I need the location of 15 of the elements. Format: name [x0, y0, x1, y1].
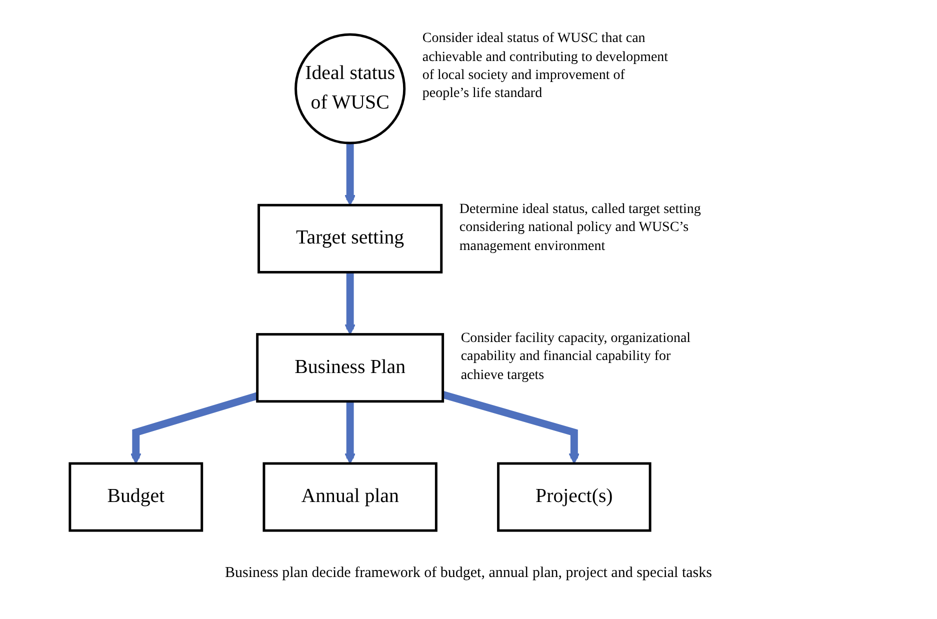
arrow [344, 143, 356, 206]
node-box: Project(s) [497, 462, 652, 532]
annotation-text: Consider facility capacity, organizational capability and financial capability for achieve targets [460, 330, 692, 385]
annotation-text: Consider ideal status of WUSC that can achievable and contributing to development of local society and improvement of people’s life standard [422, 30, 670, 103]
node-box: Budget [68, 462, 204, 532]
node-circle: Ideal status of WUSC [294, 33, 406, 144]
arrow [344, 272, 356, 335]
node-box: Annual plan [262, 462, 438, 532]
arrow [344, 401, 356, 464]
annotation-text: Determine ideal status, called target setting considering national policy and WUSC’s management environment [459, 201, 702, 256]
arrow [130, 392, 258, 464]
arrow [442, 391, 580, 464]
note-text: Business plan decide framework of budget, annual plan, project and special tasks [224, 565, 713, 582]
node-box: Target setting [258, 204, 443, 274]
node-box: Business Plan [256, 333, 444, 403]
